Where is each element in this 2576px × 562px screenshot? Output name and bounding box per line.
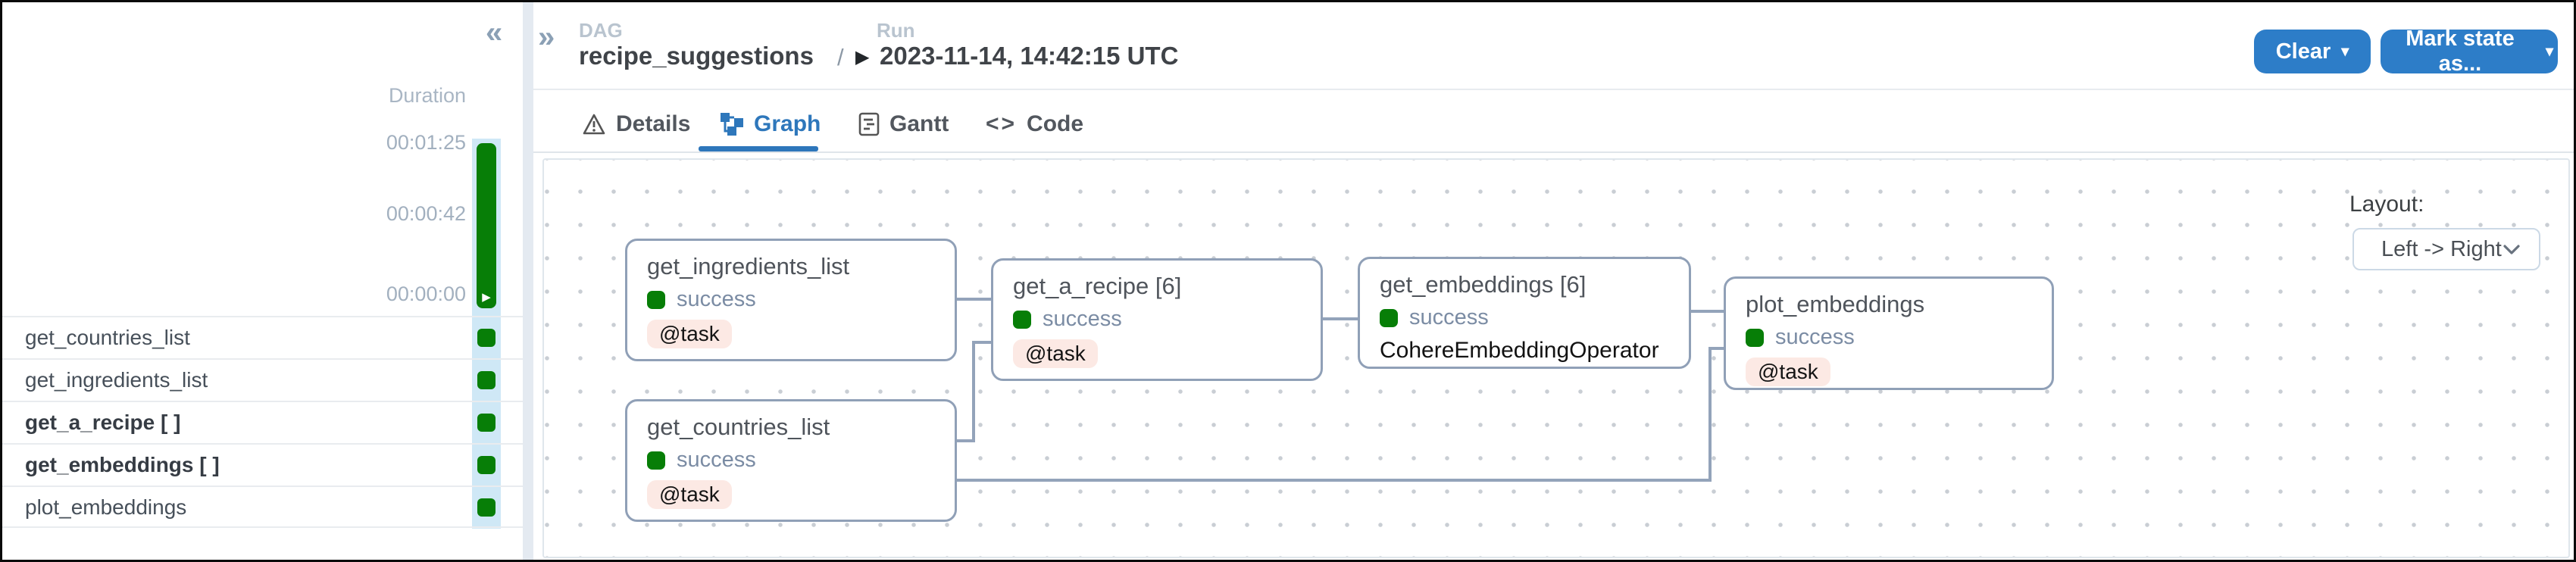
run-type-play-icon: ▶ [482,291,491,304]
node-title: get_countries_list [647,414,830,440]
mark-state-button-label: Mark state as... [2406,27,2515,76]
duration-tick: 00:00:00 [386,283,466,305]
caret-down-icon: ▾ [2545,43,2553,60]
dag-run-duration-bar[interactable]: ▶ [477,143,496,308]
success-status-square [647,290,665,309]
run-play-icon: ▶ [855,47,870,67]
node-status: success [1013,307,1301,332]
edge [957,439,975,442]
chevron-down-icon [2503,244,2520,254]
task-row[interactable]: get_ingredients_list [2,358,523,401]
tab-code[interactable]: <> Code [986,111,1083,137]
task-row[interactable]: get_a_recipe [ ] [2,401,523,443]
mark-state-as-button[interactable]: Mark state as... ▾ [2381,27,2558,76]
node-title: get_ingredients_list [647,253,850,279]
success-status-square [1746,328,1764,347]
task-name: get_countries_list [25,326,190,349]
task-status-square[interactable] [477,498,496,517]
breadcrumb-separator: / [837,44,844,70]
tabs-divider [533,151,2574,153]
tab-graph[interactable]: Graph [720,111,821,137]
tab-details[interactable]: Details [582,111,690,137]
active-tab-underline [699,146,818,151]
layout-direction-select[interactable]: Left -> Right [2352,228,2540,270]
caret-down-icon: ▾ [2341,43,2349,60]
task-decorator-badge: @task [647,480,732,509]
node-status: success [647,448,935,473]
edge [1691,310,1725,313]
node-status: success [1380,305,1669,330]
task-status-square[interactable] [477,414,496,432]
task-name: get_embeddings [ ] [25,453,220,476]
gantt-icon [858,112,880,136]
success-status-square [1013,310,1031,329]
header-divider [533,89,2574,90]
task-status-square[interactable] [477,456,496,474]
task-decorator-badge: @task [1746,357,1830,386]
clear-button[interactable]: Clear ▾ [2254,30,2371,73]
duration-label: Duration [388,84,466,107]
graph-node-get_a_recipe[interactable]: get_a_recipe [6] success @task [991,258,1323,381]
node-status-label: success [1043,307,1122,331]
task-decorator-badge: @task [647,320,732,348]
layout-label: Layout: [2349,192,2424,217]
node-title: plot_embeddings [1746,291,1925,317]
task-name: get_ingredients_list [25,368,208,392]
duration-tick: 00:00:42 [386,202,466,225]
expand-sidebar-icon[interactable]: » [538,20,555,54]
edge [1323,317,1359,320]
clear-button-label: Clear [2275,39,2331,64]
warning-triangle-icon [583,114,605,135]
dag-name-link[interactable]: recipe_suggestions [579,42,814,70]
task-name: plot_embeddings [25,495,187,519]
collapse-sidebar-icon[interactable]: « [486,16,503,49]
run-timestamp: 2023-11-14, 14:42:15 UTC [880,42,1179,70]
task-row[interactable]: get_embeddings [ ] [2,443,523,486]
task-status-square[interactable] [477,371,496,389]
node-status-label: success [677,448,756,472]
node-status-label: success [1409,305,1489,329]
duration-tick: 00:01:25 [386,131,466,154]
task-decorator-badge: @task [1013,339,1098,368]
task-name: get_a_recipe [ ] [25,411,181,434]
edge [1708,347,1712,482]
grid-sidebar: « Duration 00:01:25 00:00:42 00:00:00 ▶ ge… [2,2,523,560]
edge [957,298,993,301]
edge [972,341,993,344]
sidebar-divider[interactable] [523,2,533,560]
task-row[interactable]: get_countries_list [2,316,523,358]
success-status-square [1380,308,1398,327]
node-status: success [647,287,935,312]
tab-gantt-label: Gantt [889,111,949,136]
tab-graph-label: Graph [754,111,821,136]
edge [1708,347,1725,350]
node-operator-name: CohereEmbeddingOperator [1380,338,1659,363]
node-title: get_embeddings [6] [1380,271,1587,298]
node-status: success [1746,325,2032,350]
tab-code-label: Code [1027,111,1084,136]
tab-gantt[interactable]: Gantt [858,111,949,137]
breadcrumb-run-label: Run [877,19,915,42]
tab-details-label: Details [616,111,691,136]
edge [957,479,1712,482]
success-status-square [647,451,665,470]
edge [972,341,975,442]
node-status-label: success [1775,325,1855,349]
code-icon: <> [986,111,1018,136]
node-status-label: success [677,287,756,311]
breadcrumb-dag-label: DAG [579,19,623,42]
graph-icon [721,113,743,136]
layout-direction-value: Left -> Right [2381,236,2502,261]
node-title: get_a_recipe [6] [1013,273,1182,299]
task-row[interactable]: plot_embeddings [2,486,523,528]
task-status-square[interactable] [477,329,496,347]
